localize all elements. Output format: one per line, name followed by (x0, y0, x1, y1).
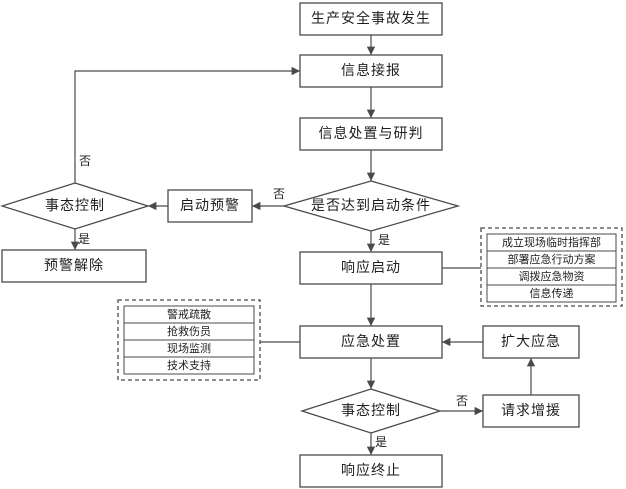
handling-action-label: 抢救伤员 (167, 324, 211, 338)
response-actions-group: 成立现场临时指挥部 部署应急行动方案 调拨应急物资 信息传递 (480, 227, 623, 307)
node-expand-emergency: 扩大应急 (482, 325, 580, 359)
handling-actions-group: 警戒疏散 抢救伤员 现场监测 技术支持 (117, 299, 261, 381)
decision-warning-control-label: 事态控制 (45, 198, 105, 214)
decision-start-condition: 是否达到启动条件 (281, 180, 461, 232)
edge-label-warning-control-yes: 是 (78, 232, 90, 246)
node-info-report: 信息接报 (299, 54, 443, 88)
response-action-item: 调拨应急物资 (486, 267, 617, 286)
arrow-control-back-to-report (74, 66, 300, 183)
edge-label-handling-control-no: 否 (456, 394, 468, 408)
edge-label-condition-no: 否 (273, 187, 285, 201)
edge-label-warning-control-no: 否 (79, 154, 91, 168)
handling-action-item: 技术支持 (123, 356, 255, 375)
node-info-analysis: 信息处置与研判 (299, 117, 443, 151)
node-request-reinforcement-label: 请求增援 (501, 403, 561, 419)
decision-start-condition-label: 是否达到启动条件 (311, 197, 431, 214)
response-action-label: 部署应急行动方案 (508, 252, 596, 266)
node-expand-emergency-label: 扩大应急 (501, 333, 561, 350)
handling-action-item: 警戒疏散 (123, 305, 255, 324)
node-info-report-label: 信息接报 (341, 62, 401, 79)
node-start-warning: 启动预警 (167, 189, 253, 223)
decision-handling-control-label: 事态控制 (341, 403, 401, 419)
response-action-item: 成立现场临时指挥部 (486, 233, 617, 252)
response-action-label: 调拨应急物资 (519, 269, 585, 283)
node-warning-lifted: 预警解除 (1, 249, 147, 283)
edge-label-condition-yes: 是 (378, 233, 390, 247)
response-action-label: 成立现场临时指挥部 (502, 235, 601, 249)
handling-action-item: 现场监测 (123, 339, 255, 358)
node-response-end-label: 响应终止 (341, 462, 401, 479)
node-response-start: 响应启动 (299, 251, 443, 285)
handling-action-label: 现场监测 (167, 341, 211, 355)
decision-handling-control: 事态控制 (299, 388, 443, 434)
node-warning-lifted-label: 预警解除 (44, 258, 104, 274)
node-info-analysis-label: 信息处置与研判 (319, 125, 424, 142)
handling-action-item: 抢救伤员 (123, 322, 255, 341)
node-accident-label: 生产安全事故发生 (311, 10, 431, 27)
node-emergency-handling: 应急处置 (299, 325, 443, 359)
handling-action-label: 技术支持 (167, 358, 211, 372)
node-response-start-label: 响应启动 (341, 259, 401, 276)
response-action-item: 信息传递 (486, 284, 617, 303)
node-request-reinforcement: 请求增援 (482, 394, 580, 428)
node-accident: 生产安全事故发生 (299, 2, 443, 36)
node-start-warning-label: 启动预警 (180, 198, 240, 214)
node-response-end: 响应终止 (299, 454, 443, 488)
decision-warning-control: 事态控制 (0, 182, 151, 230)
response-action-item: 部署应急行动方案 (486, 250, 617, 269)
node-emergency-handling-label: 应急处置 (341, 333, 401, 350)
handling-action-label: 警戒疏散 (167, 307, 211, 321)
response-action-label: 信息传递 (530, 286, 574, 300)
edge-label-handling-control-yes: 是 (375, 435, 387, 449)
